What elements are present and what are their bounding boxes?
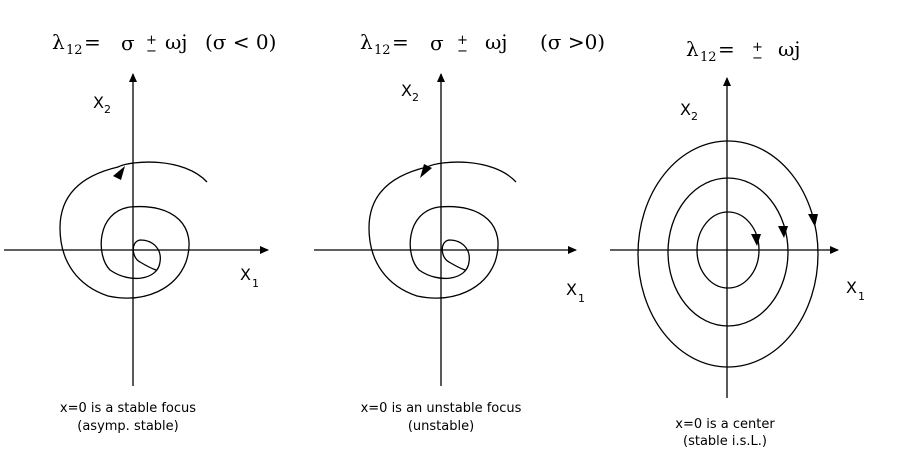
- trajectory-arrow: [113, 166, 125, 180]
- x1-axis-label: X 1: [846, 278, 865, 303]
- svg-text:1: 1: [578, 292, 585, 305]
- condition: (σ < 0): [205, 30, 276, 54]
- lambda-symbol: λ: [360, 30, 373, 54]
- plus-sign: +: [146, 33, 157, 48]
- lambda-subscript: 12: [700, 50, 717, 65]
- panel-center: λ 12 = + − ωj X 2 X 1: [610, 37, 865, 449]
- x2-axis-label: X 2: [93, 93, 111, 116]
- sigma-symbol: σ: [121, 31, 135, 55]
- condition: (σ >0): [540, 30, 605, 54]
- minus-sign: −: [146, 44, 157, 59]
- caption-line-1: x=0 is a center: [675, 417, 775, 432]
- svg-text:1: 1: [252, 277, 259, 290]
- equals-sign: =: [84, 30, 101, 54]
- svg-text:X: X: [401, 81, 412, 100]
- trajectory-arrow: [420, 164, 432, 178]
- orbit-middle-arrow: [778, 226, 788, 238]
- panel-unstable-focus: λ 12 = σ + − ωj (σ >0) X 2 X 1 x: [314, 30, 605, 434]
- spiral-trajectory: [368, 161, 517, 299]
- svg-text:X: X: [566, 280, 577, 299]
- lambda-symbol: λ: [686, 37, 699, 61]
- equals-sign: =: [392, 30, 409, 54]
- orbit-outer-arrow: [808, 214, 818, 227]
- svg-text:X: X: [240, 265, 251, 284]
- x2-axis-label: X 2: [401, 81, 419, 104]
- x1-axis-label: X 1: [566, 280, 585, 305]
- x2-axis-label: X 2: [680, 100, 698, 123]
- omega-term: ωj: [778, 37, 801, 61]
- svg-text:X: X: [680, 100, 691, 119]
- lambda-subscript: 12: [374, 43, 391, 58]
- plus-sign: +: [752, 40, 763, 55]
- lambda-symbol: λ: [52, 30, 65, 54]
- orbit-inner-arrow: [751, 234, 761, 246]
- minus-sign: −: [457, 44, 468, 59]
- svg-text:1: 1: [858, 290, 865, 303]
- eigenvalue-formula: λ 12 = σ + − ωj (σ >0): [360, 30, 605, 59]
- plus-sign: +: [457, 33, 468, 48]
- orbit-middle: [667, 177, 789, 327]
- svg-text:X: X: [93, 93, 104, 112]
- spiral-trajectory: [59, 161, 208, 299]
- lambda-subscript: 12: [66, 43, 83, 58]
- eigenvalue-formula: λ 12 = σ + − ωj (σ < 0): [52, 30, 276, 59]
- equals-sign: =: [718, 37, 735, 61]
- svg-text:2: 2: [104, 103, 111, 116]
- caption-line-1: x=0 is a stable focus: [60, 401, 196, 416]
- caption-line-2: (unstable): [408, 419, 474, 434]
- orbit-outer: [637, 140, 819, 368]
- eigenvalue-formula: λ 12 = + − ωj: [686, 37, 801, 66]
- panel-stable-focus: λ 12 = σ + − ωj (σ < 0) X 2 X 1: [4, 30, 276, 434]
- x1-axis-label: X 1: [240, 265, 259, 290]
- svg-text:2: 2: [412, 91, 419, 104]
- minus-sign: −: [752, 51, 763, 66]
- caption-line-1: x=0 is an unstable focus: [361, 401, 522, 416]
- omega-term: ωj: [485, 30, 508, 54]
- svg-text:X: X: [846, 278, 857, 297]
- omega-term: ωj: [165, 30, 188, 54]
- orbit-inner: [696, 211, 760, 289]
- caption-line-2: (stable i.s.L.): [683, 434, 767, 449]
- svg-text:2: 2: [691, 110, 698, 123]
- caption-line-2: (asymp. stable): [77, 419, 178, 434]
- sigma-symbol: σ: [430, 31, 444, 55]
